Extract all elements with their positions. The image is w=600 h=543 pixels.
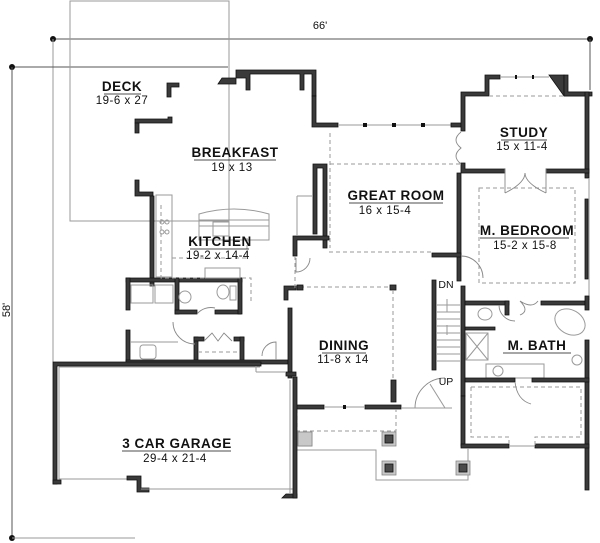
- stairs-down-label: DN: [438, 279, 453, 291]
- master-bedroom-name: M. BEDROOM: [480, 223, 574, 238]
- great-room-name: GREAT ROOM: [348, 188, 445, 203]
- staircase: [401, 279, 466, 409]
- lower-right-closet: [460, 386, 590, 449]
- room-label-breakfast: BREAKFAST 19 x 13: [191, 145, 278, 174]
- master-bath-fixtures: [464, 295, 590, 491]
- study-size: 15 x 11-4: [496, 141, 548, 153]
- room-label-master-bedroom: M. BEDROOM 15-2 x 15-8: [480, 223, 574, 252]
- great-room-size: 16 x 15-4: [359, 205, 412, 217]
- porch-column: [455, 460, 471, 476]
- kitchen-size: 19-2 x 14-4: [186, 250, 250, 262]
- breakfast-name: BREAKFAST: [191, 145, 278, 160]
- dimension-lines: [9, 36, 593, 541]
- front-porch: [296, 431, 471, 481]
- study-name: STUDY: [500, 125, 548, 140]
- depth-dimension-label: 58': [1, 303, 13, 317]
- room-label-master-bath: M. BATH: [503, 338, 571, 354]
- room-label-kitchen: KITCHEN 19-2 x 14-4: [186, 234, 252, 262]
- kitchen-name: KITCHEN: [188, 234, 252, 249]
- breakfast-size: 19 x 13: [211, 162, 252, 174]
- room-label-dining: DINING 11-8 x 14: [317, 338, 369, 366]
- porch-column: [381, 431, 397, 447]
- deck-size: 19-6 x 27: [96, 95, 148, 107]
- garage-name: 3 CAR GARAGE: [122, 436, 232, 451]
- garage-size: 29-4 x 21-4: [143, 453, 207, 465]
- deck-name: DECK: [102, 79, 142, 94]
- dining-size: 11-8 x 14: [317, 354, 369, 366]
- width-dimension-label: 66': [313, 20, 327, 32]
- dining-name: DINING: [319, 338, 369, 353]
- kitchen-counters: [130, 194, 277, 360]
- master-bedroom-size: 15-2 x 15-8: [493, 240, 557, 252]
- room-label-garage: 3 CAR GARAGE 29-4 x 21-4: [122, 436, 232, 465]
- deck-outline: [69, 0, 230, 222]
- porch-column: [297, 431, 313, 447]
- stairs-up-label: UP: [439, 376, 454, 388]
- room-label-great-room: GREAT ROOM 16 x 15-4: [348, 188, 445, 217]
- room-label-deck: DECK 19-6 x 27: [96, 79, 148, 107]
- garage-walls: [52, 361, 313, 499]
- walls: [134, 69, 593, 300]
- room-label-study: STUDY 15 x 11-4: [496, 125, 548, 153]
- porch-column: [381, 460, 397, 476]
- master-bath-name: M. BATH: [508, 338, 567, 353]
